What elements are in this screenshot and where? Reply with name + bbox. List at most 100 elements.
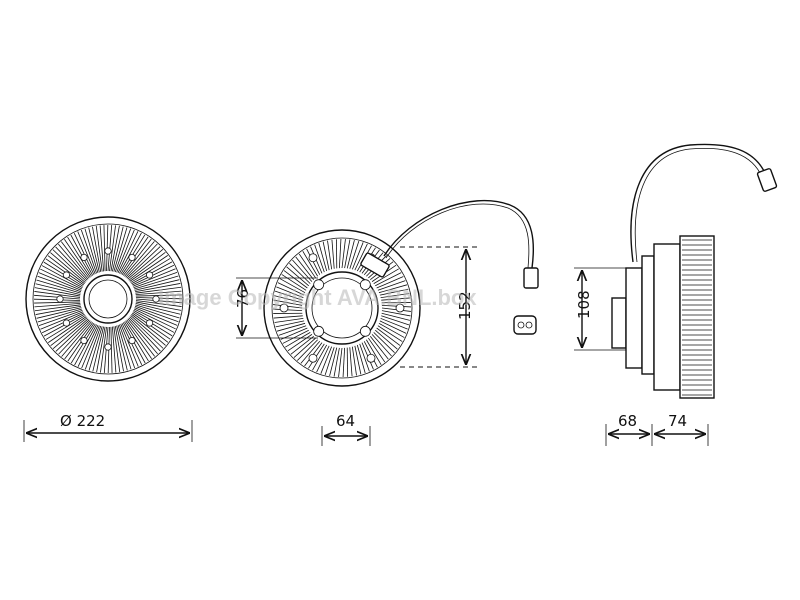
fin-line [124,321,149,362]
fin-line [369,336,389,360]
fin-line [354,243,368,271]
fin-line [34,287,81,297]
fin-line [80,229,97,274]
sensor-cable [383,200,535,269]
dim-mount-height: 152 [400,246,478,368]
fin-line [84,228,99,273]
bolt-hole [308,353,318,363]
fin-line [92,326,105,372]
fin-line [134,279,180,291]
connector-pin-2 [525,321,533,329]
fin-line [359,343,370,372]
side-fins [682,239,712,396]
fin-line [35,305,82,315]
fin-line [277,282,305,296]
fin-line [119,232,142,274]
fin-line [58,243,89,280]
side-body [653,243,681,391]
fin-line [368,337,386,363]
fin-line [135,304,180,319]
bolt-hole [62,271,71,279]
fin-line [114,325,124,372]
fin-line [331,239,335,269]
rear-hub [305,271,379,345]
fin-line [371,334,392,357]
side-view [611,143,778,399]
fin-line [366,339,382,365]
fin-line [84,325,102,370]
side-sensor-cable-inner [634,148,763,263]
cable-plug [523,267,539,289]
fin-line [338,347,343,377]
fin-line [58,320,91,355]
bolt-hole [279,303,289,313]
fin-line [373,268,399,284]
fin-line [322,241,330,271]
fin-line [333,347,340,377]
fin-line [375,272,402,287]
fin-line [60,241,90,279]
front-diameter-label: Ø 222 [60,412,105,430]
fin-line [116,325,128,371]
fin-line [130,258,171,283]
side-cable-plug [756,168,778,192]
fin-line [324,347,335,376]
fin-line [302,251,318,277]
fin-line [132,268,176,287]
fin-line [88,326,103,371]
bolt-hole [145,319,154,327]
fin-line [278,325,307,336]
bolt-hole [308,253,318,263]
fin-line [52,318,89,349]
front-inner-rim [32,223,184,375]
fin-line [134,307,178,326]
fin-line [351,346,357,376]
fin-line [312,344,328,371]
bolt-hole [104,343,112,351]
fin-line [276,322,306,332]
fin-line [125,320,152,359]
fin-line [135,301,182,311]
fin-line [36,307,82,319]
fin-line [134,305,179,323]
fin-line [128,251,166,281]
fin-line [119,324,136,369]
bolt-hole [145,271,154,279]
fin-line [67,236,92,277]
fin-line [281,274,307,291]
fin-line [50,252,86,283]
fin-line [381,297,411,301]
fin-line [129,316,164,349]
fin-line [373,332,395,353]
fin-line [379,320,407,334]
fin-line [356,344,366,374]
fin-line [329,347,338,376]
fin-line [342,347,346,378]
fin-line [47,255,85,285]
fin-line [276,286,304,299]
fin-line [298,253,316,279]
fin-line [354,345,362,375]
fin-line [316,345,330,373]
bolt-hole [313,279,325,291]
fin-line [125,243,158,278]
fin-line [349,240,360,269]
fin-line [285,332,311,348]
dim-side-depth: 68 74 [605,412,709,446]
fin-line [287,334,313,352]
fin-line [34,304,81,312]
fin-line [126,319,156,357]
fin-line [81,325,100,369]
fin-line [133,271,178,288]
fin-line [378,284,408,294]
dim-front-diameter: Ø 222 [23,412,193,442]
fin-line [274,290,303,301]
bolt-hole [366,353,376,363]
fin-line [38,310,83,327]
fin-line [320,346,333,374]
fin-line [380,317,408,330]
fin-line [273,299,303,306]
fin-line [117,325,132,370]
fin-line [64,322,94,360]
